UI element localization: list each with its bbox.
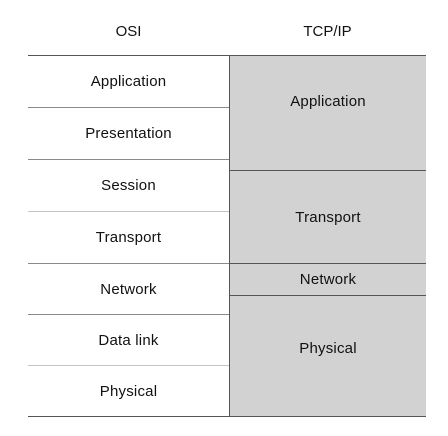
tcpip-layer-network: Network <box>229 264 426 296</box>
tcpip-column-title: TCP/IP <box>303 23 352 40</box>
osi-layer-data-link: Data link <box>28 315 229 366</box>
osi-layer-session: Session <box>28 160 229 212</box>
osi-layer-transport: Transport <box>28 212 229 264</box>
osi-layer-physical: Physical <box>28 366 229 416</box>
tcpip-layer-physical: Physical <box>229 296 426 416</box>
osi-column-title: OSI <box>115 23 142 40</box>
tcpip-layer-transport: Transport <box>229 171 426 264</box>
osi-layer-presentation: Presentation <box>28 108 229 160</box>
osi-layer-application: Application <box>28 56 229 108</box>
tcpip-layer-application: Application <box>229 56 426 171</box>
osi-layer-network: Network <box>28 264 229 315</box>
